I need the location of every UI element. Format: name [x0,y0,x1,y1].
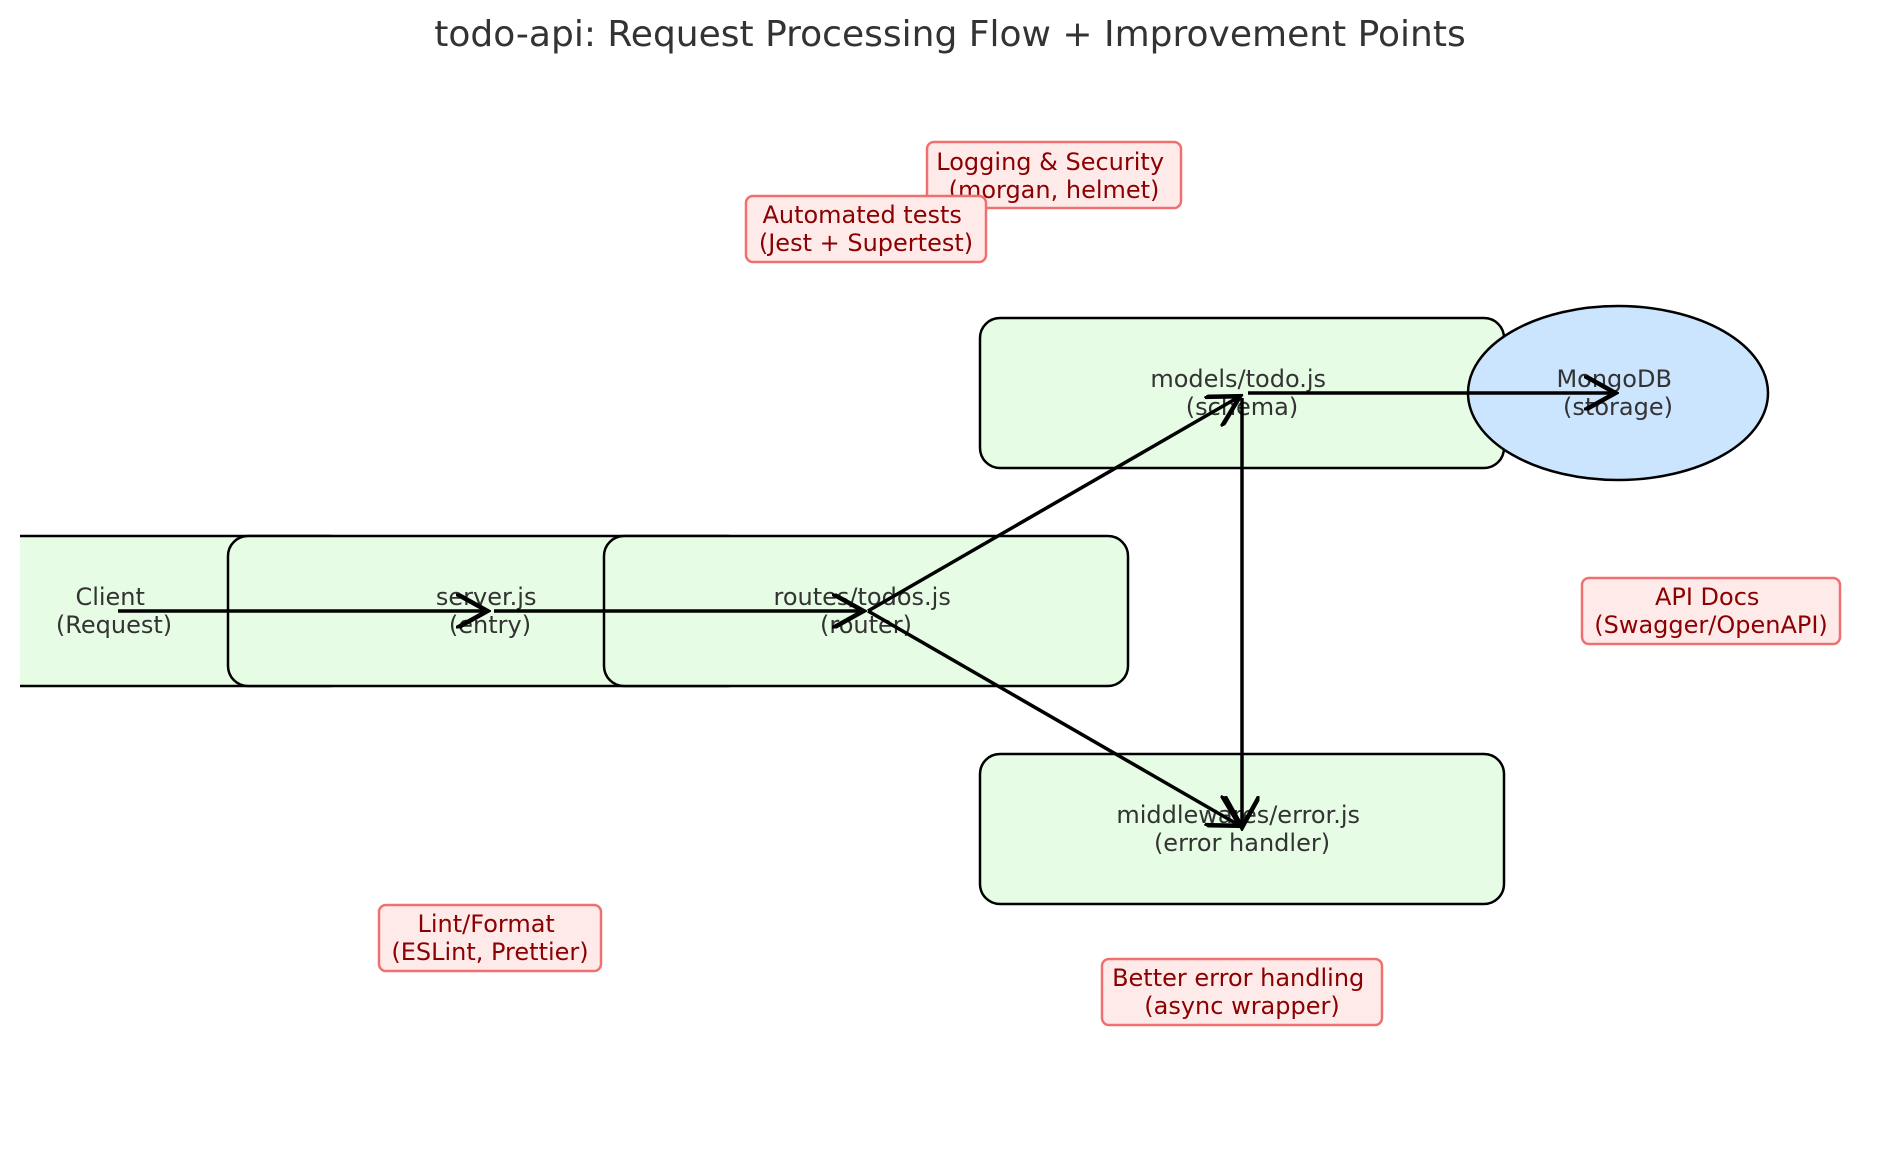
node-middleware-sublabel: (error handler) [1154,829,1330,857]
note-lint-format: Lint/Format (ESLint, Prettier) [377,903,603,973]
svg-text:Better error handling: Better error handling (async wrapper) [1112,964,1372,1020]
note-tests-line2: (Jest + Supertest) [759,229,973,257]
node-server-label: server.js [436,583,537,611]
note-automated-tests: Automated tests (Jest + Supertest) [744,194,988,264]
note-logging-security: Logging & Security (morgan, helmet) [925,140,1183,210]
edge-routes-to-middleware [867,609,1237,824]
node-routes-label: routes/todos.js [774,583,951,611]
node-models-label: models/todo.js [1150,365,1326,393]
node-client-label: Client [75,583,144,611]
node-client-sublabel: (Request) [56,611,172,639]
node-server-sublabel: (entry) [449,611,531,639]
note-better-error-handling: Better error handling (async wrapper) [1100,957,1384,1027]
note-lint-line1: Lint/Format [418,910,555,938]
node-middleware-label: middlewares/error.js [1116,801,1360,829]
note-tests-line1: Automated tests [762,201,961,229]
svg-text:Automated tests (Jest: Automated tests (Jest + Supertest) [759,201,973,257]
note-lint-line2: (ESLint, Prettier) [391,938,588,966]
note-errors-line2: (async wrapper) [1144,992,1339,1020]
node-routes-sublabel: (router) [820,611,912,639]
svg-text:Logging & Security (mo: Logging & Security (morgan, helmet) [936,148,1171,204]
note-errors-line1: Better error handling [1112,964,1364,992]
note-docs-line2: (Swagger/OpenAPI) [1594,611,1828,639]
svg-text:Client (Request): Client (Request) [56,583,172,639]
note-api-docs: API Docs (Swagger/OpenAPI) [1580,576,1842,646]
svg-text:API Docs (Swagger/Open: API Docs (Swagger/OpenAPI) [1594,583,1828,639]
note-docs-line1: API Docs [1655,583,1759,611]
node-mongodb-sublabel: (storage) [1563,393,1673,421]
edge-routes-to-models [867,398,1237,613]
diagram-title: todo-api: Request Processing Flow + Impr… [434,14,1466,55]
note-logging-line1: Logging & Security [936,148,1164,176]
node-mongodb-label: MongoDB [1556,365,1671,393]
svg-text:Lint/Format (ESLint, P: Lint/Format (ESLint, Prettier) [391,910,588,966]
